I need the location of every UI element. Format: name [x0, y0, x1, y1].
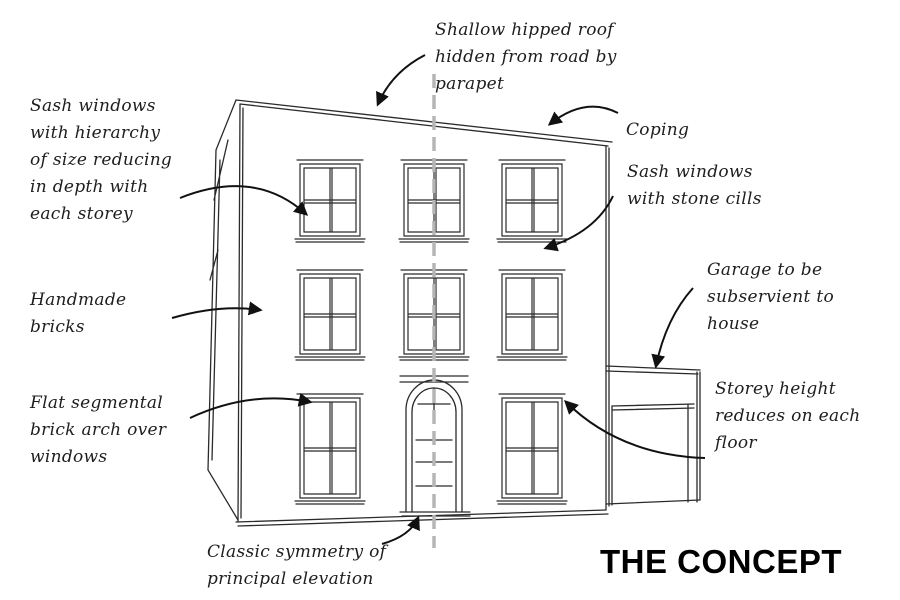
note-sash-cills: Sash windows with stone cills — [627, 162, 762, 209]
arrow-garage — [651, 287, 694, 369]
arrow-bricks — [171, 301, 263, 319]
sash-window-top-2 — [496, 159, 568, 243]
sash-window-ground-0 — [294, 393, 366, 505]
sash-window-frame — [496, 159, 568, 243]
arrow-coping — [547, 105, 619, 126]
sash-window-frame — [294, 269, 366, 361]
arrow-sash-cills — [543, 195, 614, 252]
sash-window-frame — [294, 159, 366, 243]
sash-window-frame — [496, 393, 568, 505]
sash-window-frame — [496, 269, 568, 361]
front-wall-right — [605, 145, 610, 511]
concept-title: THE CONCEPT — [600, 543, 843, 580]
note-bricks: Handmade bricks — [30, 290, 127, 337]
sash-window-frame — [294, 393, 366, 505]
arrow-sash-hierarchy — [179, 185, 309, 216]
note-roof: Shallow hipped roof hidden from road by … — [435, 20, 617, 94]
arrow-roof — [376, 54, 426, 107]
note-coping: Coping — [626, 120, 690, 140]
sash-window-middle-0 — [294, 269, 366, 361]
garage — [605, 365, 701, 506]
note-symmetry: Classic symmetry of principal elevation — [207, 542, 387, 589]
arrow-storey-height — [564, 400, 706, 459]
front-wall-left — [237, 103, 244, 523]
arrow-arch — [189, 392, 313, 419]
windows — [294, 159, 568, 505]
note-sash-hierarchy: Sash windows with hierarchy of size redu… — [30, 96, 173, 224]
note-garage: Garage to be subservient to house — [707, 260, 835, 334]
sash-window-top-0 — [294, 159, 366, 243]
sash-window-middle-2 — [496, 269, 568, 361]
note-storey-height: Storey height reduces on each floor — [715, 379, 861, 453]
note-arch: Flat segmental brick arch over windows — [30, 393, 167, 467]
coping-line — [235, 99, 613, 147]
sash-window-ground-2 — [496, 393, 568, 505]
arrow-symmetry — [381, 515, 420, 545]
